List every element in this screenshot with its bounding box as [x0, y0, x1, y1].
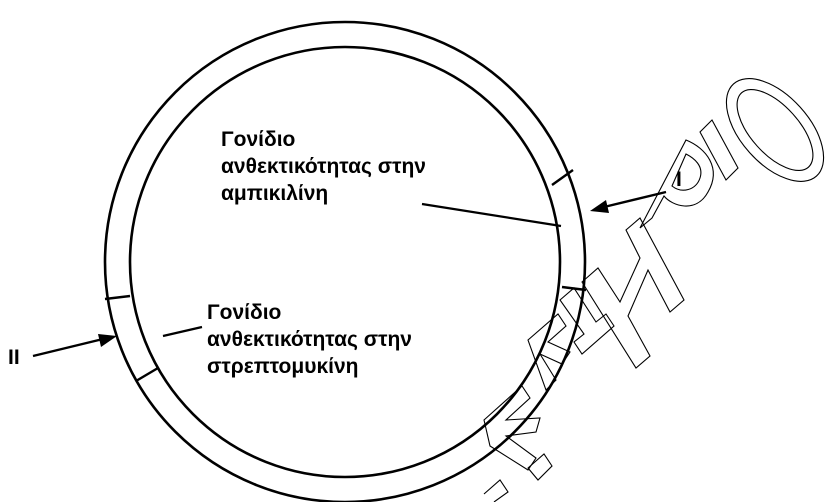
ampicillin-leader-line [421, 202, 562, 228]
streptomycin-gene-line-3: στρεπτομυκίνη [207, 355, 359, 378]
ampicillin-gene-line-1: Γονίδιο [221, 128, 296, 151]
watermark [483, 78, 825, 502]
watermark-letter-i [699, 119, 739, 181]
ampicillin-gene-label: Γονίδιο ανθεκτικότητας στην αμπικιλίνη [221, 126, 426, 207]
watermark-letter-h [581, 217, 685, 369]
streptomycin-leader-line [162, 325, 203, 338]
plasmid-inner-ring [128, 45, 562, 479]
arrow-ii [32, 334, 117, 358]
watermark-letter-p [639, 139, 714, 229]
streptomycin-gene-boundary-bottom [135, 366, 159, 383]
ampicillin-gene-line-2: ανθεκτικότητας στην [221, 155, 426, 178]
ampicillin-gene-boundary-bottom [561, 285, 587, 292]
marker-i-label: I [676, 168, 682, 191]
streptomycin-gene-boundary-top [104, 294, 131, 301]
streptomycin-gene-line-2: ανθεκτικότητας στην [207, 328, 412, 351]
plasmid-outer-ring [103, 20, 587, 502]
streptomycin-gene-label: Γονίδιο ανθεκτικότητας στην στρεπτομυκίν… [207, 299, 412, 380]
arrow-i [590, 190, 667, 213]
watermark-letter-o [725, 78, 825, 182]
watermark-letter-sigma [483, 385, 541, 471]
streptomycin-gene-line-1: Γονίδιο [207, 301, 282, 324]
ampicillin-gene-boundary-top [551, 169, 574, 186]
ampicillin-gene-line-3: αμπικιλίνη [221, 182, 329, 205]
marker-ii-label: II [8, 346, 20, 369]
